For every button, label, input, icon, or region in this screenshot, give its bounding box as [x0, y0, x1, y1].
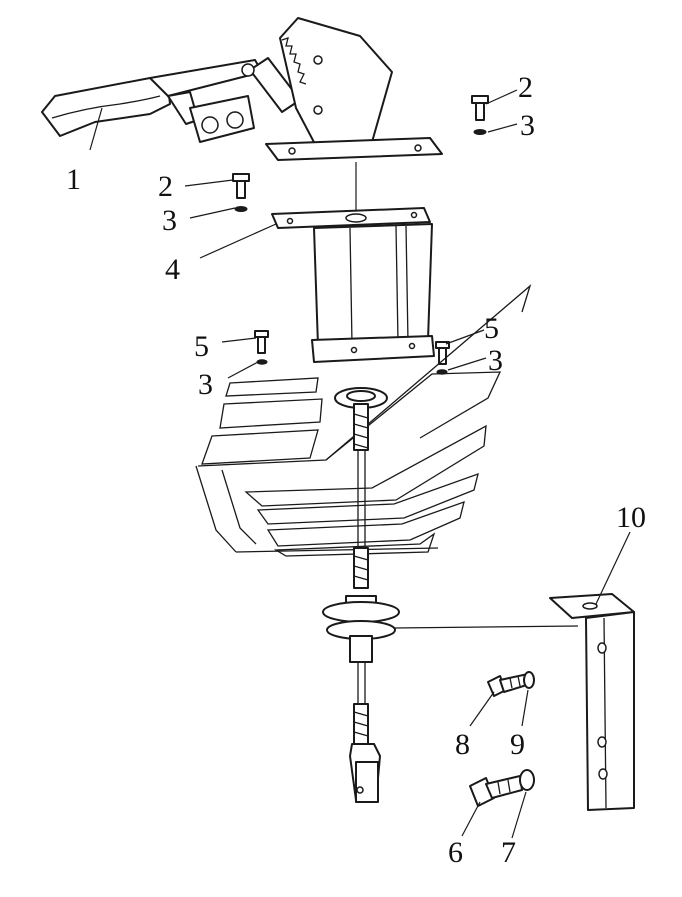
screw-5-right: [435, 341, 450, 375]
bolt-6-washer-7: [469, 769, 535, 807]
callout-3-upper: 3: [520, 109, 535, 142]
callout-5-right: 5: [484, 312, 499, 345]
floor-panel-section: [195, 284, 532, 557]
callout-3-mid-right: 3: [488, 344, 503, 377]
l-bracket: [549, 593, 635, 811]
bolt-8-washer-9: [487, 671, 535, 697]
screw-left: [232, 173, 250, 212]
brake-cable-assembly: [322, 387, 579, 803]
mounting-bracket: [271, 207, 435, 363]
leader-lines: [89, 89, 631, 839]
callout-3-left: 3: [162, 204, 177, 237]
callout-6: 6: [448, 836, 463, 869]
callout-2-left: 2: [158, 170, 173, 203]
callout-7: 7: [501, 836, 516, 869]
screw-5-left: [254, 330, 269, 365]
callout-3-mid-left: 3: [198, 368, 213, 401]
callout-2-upper: 2: [518, 71, 533, 104]
hand-brake-lever: [41, 17, 443, 210]
callout-8: 8: [455, 728, 470, 761]
callout-10: 10: [616, 501, 646, 534]
callout-1: 1: [66, 163, 81, 196]
callout-9: 9: [510, 728, 525, 761]
callout-4: 4: [165, 253, 180, 286]
callout-5-left: 5: [194, 330, 209, 363]
screw-upper-right: [471, 95, 489, 135]
